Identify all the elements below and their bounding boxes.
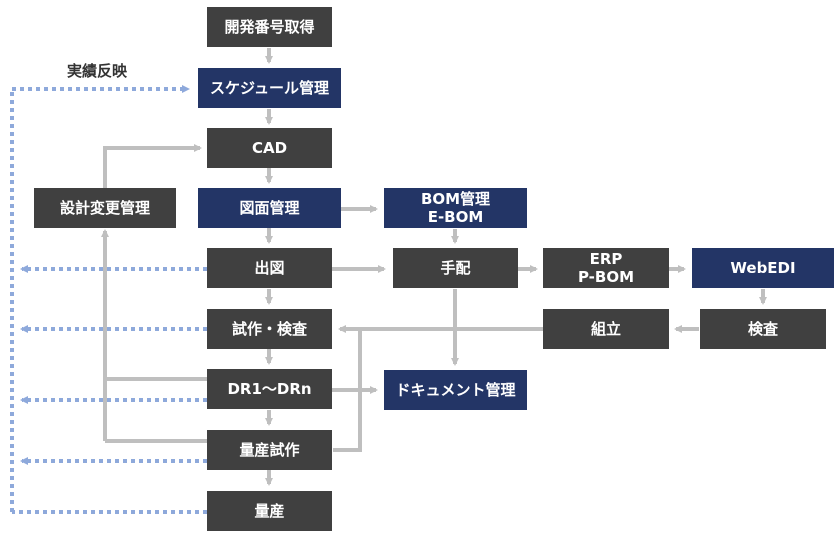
- arrow-design-change-to-cad: [103, 144, 202, 188]
- schedule-box: スケジュール管理: [198, 68, 341, 108]
- erp-box: ERP P-BOM: [543, 248, 669, 288]
- assembly-box: 組立: [543, 309, 669, 349]
- document-box: ドキュメント管理: [384, 370, 527, 410]
- bom-box: BOM管理 E-BOM: [384, 188, 527, 228]
- shutsuzu-box: 出図: [207, 248, 332, 288]
- feedback-label: 実績反映: [67, 62, 128, 80]
- dr-box: DR1～DRn: [207, 369, 332, 409]
- trial-inspection-box: 試作・検査: [207, 309, 332, 349]
- dev-number-box: 開発番号取得: [207, 7, 332, 47]
- cad-box: CAD: [207, 128, 332, 168]
- drawing-mgmt-box: 図面管理: [198, 188, 341, 228]
- inspection-box: 検査: [700, 309, 826, 349]
- design-change-box: 設計変更管理: [34, 188, 176, 228]
- tehai-box: 手配: [393, 248, 518, 288]
- arrow-assembly-to-trial: [333, 327, 543, 452]
- mass-production-box: 量産: [207, 491, 332, 531]
- mass-trial-box: 量産試作: [207, 430, 332, 470]
- webedi-box: WebEDI: [692, 248, 834, 288]
